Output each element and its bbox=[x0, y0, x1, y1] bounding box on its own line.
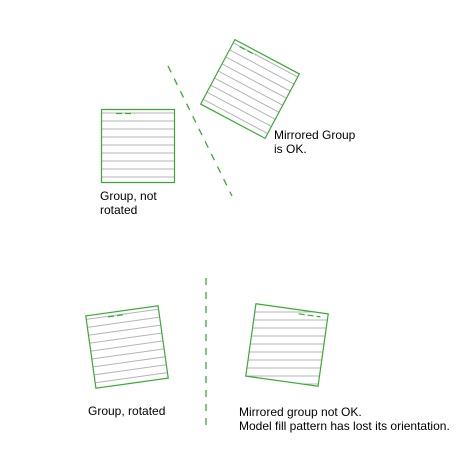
hatch-line bbox=[219, 39, 300, 60]
hatch-line bbox=[200, 46, 300, 116]
hatch-line bbox=[208, 39, 300, 81]
caption-line: Mirrored Group bbox=[274, 128, 356, 142]
hatch-line bbox=[200, 39, 300, 109]
group-not-rotated-shape bbox=[100, 108, 176, 184]
fill-pattern bbox=[101, 112, 175, 178]
caption-group-not-rotated: Group, not rotated bbox=[100, 189, 157, 217]
hatch-line bbox=[215, 39, 300, 67]
hatch-line bbox=[212, 39, 300, 74]
hatch-line bbox=[200, 81, 300, 139]
group-outline bbox=[100, 108, 176, 184]
orientation-mark bbox=[239, 46, 256, 56]
hatch-line bbox=[204, 39, 300, 88]
caption-line: Model fill pattern has lost its orientat… bbox=[239, 419, 450, 433]
hatch-line bbox=[85, 351, 169, 373]
hatch-line bbox=[85, 367, 169, 389]
hatch-line bbox=[200, 102, 289, 139]
caption-group-rotated: Group, rotated bbox=[88, 404, 165, 418]
group-outline bbox=[245, 303, 329, 387]
caption-line: Group, not bbox=[100, 189, 157, 203]
hatch-line bbox=[85, 305, 169, 318]
caption-line: is OK. bbox=[274, 142, 307, 156]
caption-mirrored-group-not-ok: Mirrored group not OK. Model fill patter… bbox=[239, 405, 450, 433]
hatch-line bbox=[47, 280, 192, 300]
hatch-line bbox=[45, 265, 190, 285]
caption-line: Mirrored group not OK. bbox=[239, 405, 362, 419]
hatch-line bbox=[85, 335, 169, 357]
hatch-line bbox=[85, 327, 169, 349]
hatch-line bbox=[200, 116, 282, 139]
hatch-line bbox=[85, 305, 169, 310]
caption-line: Group, rotated bbox=[88, 404, 166, 418]
hatch-line bbox=[85, 359, 169, 381]
caption-line: rotated bbox=[100, 203, 138, 217]
hatch-line bbox=[85, 343, 169, 365]
hatch-line bbox=[200, 53, 300, 123]
hatch-line bbox=[200, 39, 300, 102]
hatch-line bbox=[85, 311, 169, 333]
hatch-line bbox=[200, 60, 300, 130]
group-outline bbox=[199, 38, 301, 140]
hatch-line bbox=[46, 272, 191, 292]
orientation-mark bbox=[107, 313, 127, 318]
mirror-axis-upper bbox=[167, 65, 233, 197]
mirrored-group-not-ok-shape bbox=[245, 303, 329, 387]
hatch-line bbox=[200, 39, 300, 95]
fill-pattern bbox=[245, 303, 329, 385]
group-outline bbox=[85, 305, 169, 389]
orientation-mark bbox=[298, 313, 321, 318]
hatch-line bbox=[85, 374, 169, 389]
hatch-line bbox=[85, 319, 169, 341]
hatch-line bbox=[85, 382, 169, 389]
caption-mirrored-group-ok: Mirrored Group is OK. bbox=[274, 128, 355, 156]
hatch-line bbox=[200, 109, 286, 139]
